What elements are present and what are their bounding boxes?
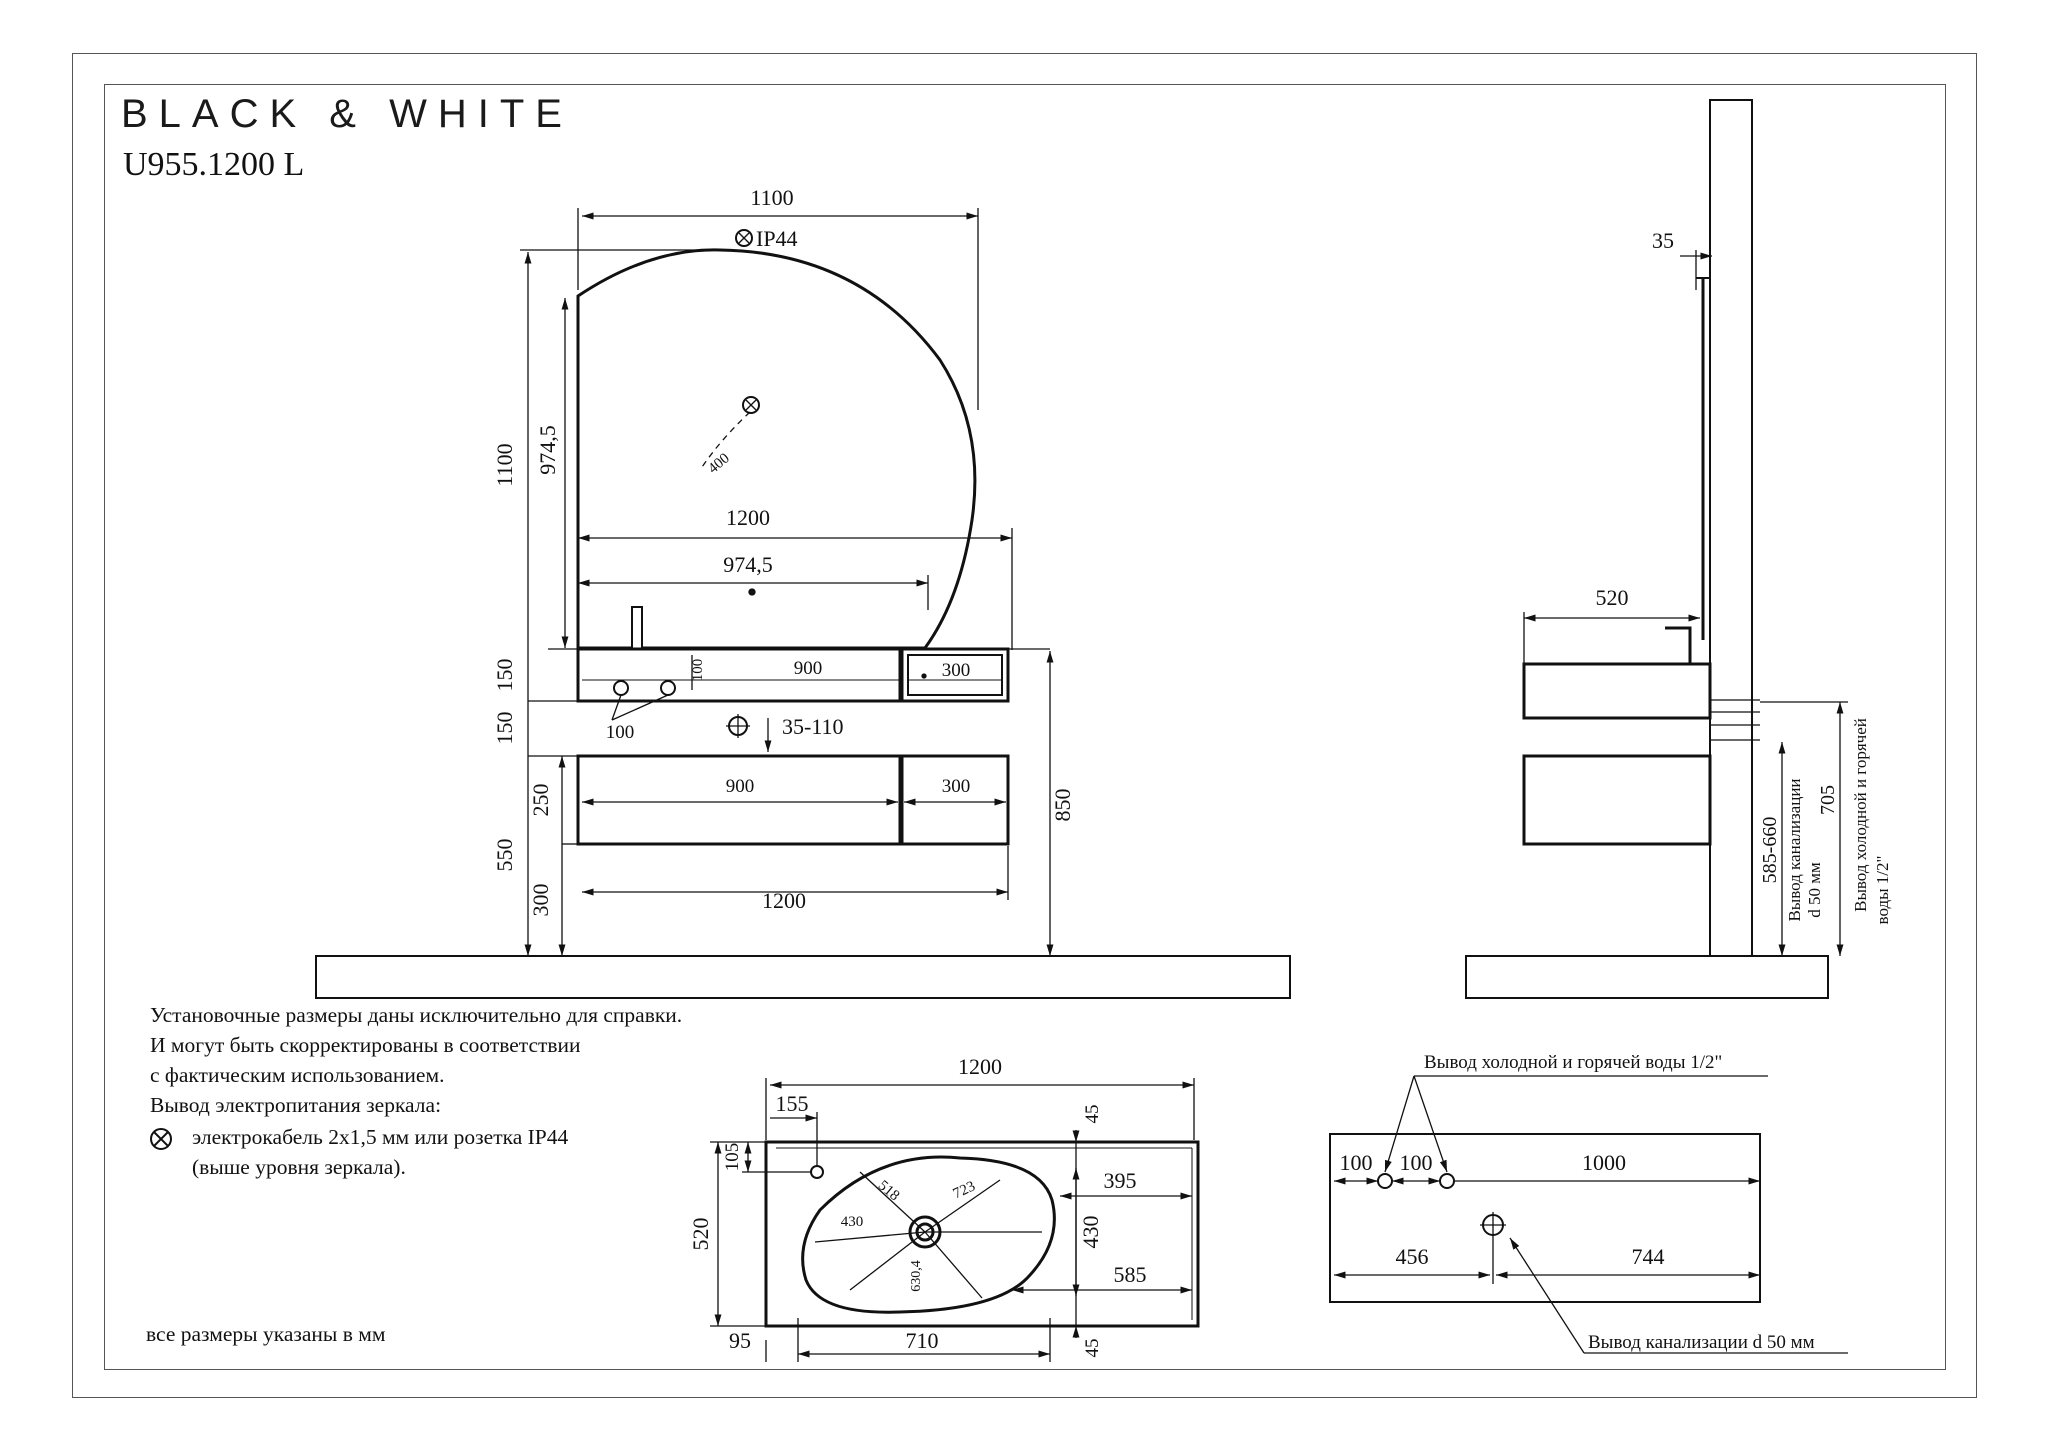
lower-niche	[900, 754, 1010, 846]
lamp-radius-label: 400	[705, 450, 733, 477]
model-number: U955.1200 L	[123, 146, 305, 183]
water-label2-side: воды 1/2"	[1873, 856, 1892, 925]
water-label-side: Вывод холодной и горячей	[1851, 718, 1870, 912]
mirror-width-label: 1100	[750, 185, 793, 210]
leg-height-label: 300	[528, 884, 553, 917]
units-note: все размеры указаны в мм	[146, 1322, 386, 1346]
installation-note: Установочные размеры даны исключительно …	[150, 1000, 682, 1120]
bowl-outline	[801, 1155, 1056, 1314]
note-line-4: Вывод электропитания зеркала:	[150, 1093, 442, 1117]
drain-diam-label-side: d 50 мм	[1805, 862, 1824, 918]
plan-d2-label: 100	[1400, 1150, 1433, 1175]
water-hole-hot	[660, 680, 676, 696]
total-height-label: 850	[1050, 789, 1075, 822]
plan-d5-label: 744	[1632, 1244, 1665, 1269]
note-line-2: И могут быть скорректированы в соответст…	[150, 1033, 581, 1057]
top-edge-label: 45	[1082, 1105, 1103, 1124]
drawer2-width-label: 300	[942, 776, 971, 797]
drain-label-side: Вывод канализации	[1785, 778, 1804, 921]
bowl-left-label: 430	[841, 1214, 864, 1230]
width-1200-label: 1200	[726, 505, 770, 530]
sheet-inner-frame	[104, 84, 1946, 1370]
plan-d4-label: 456	[1396, 1244, 1429, 1269]
legend-line-2: (выше уровня зеркала).	[192, 1155, 406, 1179]
power-outlet-icon	[150, 1128, 172, 1150]
bottom-edge-label: 45	[1082, 1339, 1103, 1358]
side-worktop	[1522, 662, 1712, 720]
bowl-right-label: 395	[1104, 1168, 1137, 1193]
side-cabinet	[1522, 754, 1712, 846]
brand-logo: BLACK & WHITE	[121, 92, 573, 136]
drain-r-label: 585	[1114, 1262, 1147, 1287]
drawer-height-label: 250	[528, 784, 553, 817]
width-974-label: 974,5	[723, 552, 773, 577]
tap-hole-top	[810, 1165, 824, 1179]
gap-height-label: 150	[492, 712, 517, 745]
diag1-label: 518	[875, 1178, 903, 1205]
drain-height-label: 585-660	[1759, 817, 1781, 884]
floor-slab-front	[315, 955, 1291, 999]
top-tap-x-label: 155	[776, 1091, 809, 1116]
lower-height-label: 550	[492, 839, 517, 872]
top-depth-label: 520	[688, 1218, 713, 1251]
plan-water-cold	[1377, 1173, 1393, 1189]
top-width-label: 1200	[958, 1054, 1002, 1079]
side-wall	[1709, 99, 1753, 957]
drawer-width-label: 900	[726, 776, 755, 797]
power-outlet-symbol	[735, 229, 753, 247]
water-height-label: 705	[1817, 785, 1839, 815]
plan-d3-label: 1000	[1582, 1150, 1626, 1175]
bottom-width-label: 1200	[762, 888, 806, 913]
water-hole-cold	[613, 680, 629, 696]
side-faucet	[1665, 626, 1692, 664]
note-line-1: Установочные размеры даны исключительно …	[150, 1003, 683, 1027]
side-depth-label: 520	[1596, 585, 1629, 610]
niche-width-label: 300	[942, 660, 971, 681]
top-view-worktop	[764, 1140, 1200, 1328]
plan-drain-label: Вывод канализации d 50 мм	[1588, 1332, 1815, 1353]
left-margin-label: 95	[729, 1328, 751, 1353]
plan-water-label: Вывод холодной и горячей воды 1/2"	[1424, 1052, 1722, 1073]
lower-drawer	[576, 754, 902, 846]
faucet	[631, 606, 643, 650]
mirror-center-dot	[748, 588, 756, 596]
holes-spacing-label: 100	[606, 722, 635, 743]
mirror-side-height-label: 974,5	[535, 425, 560, 475]
mirror-lamp-symbol	[742, 396, 760, 414]
floor-slab-side	[1465, 955, 1829, 999]
mirror-outline	[576, 248, 977, 650]
shelf-width-label: 900	[794, 658, 823, 679]
tap-offset-label: 100	[690, 659, 706, 682]
drain-offset-label: 35-110	[782, 714, 844, 739]
mirror-height-label: 1100	[492, 443, 517, 486]
ip44-label: IP44	[756, 226, 798, 251]
diag3-label: 630,4	[909, 1260, 924, 1292]
bowl-length-label: 710	[906, 1328, 939, 1353]
top-tap-y-label: 105	[722, 1143, 743, 1172]
plan-wall	[1329, 1133, 1761, 1303]
worktop-height-label: 150	[492, 659, 517, 692]
plan-water-hot	[1439, 1173, 1455, 1189]
plan-d1-label: 100	[1340, 1150, 1373, 1175]
note-line-3: с фактическим использованием.	[150, 1063, 445, 1087]
sheet-outer-frame	[72, 53, 1977, 1398]
legend-line-1: электрокабель 2х1,5 мм или розетка IP44	[192, 1125, 569, 1149]
mirror-depth-label: 35	[1652, 228, 1674, 253]
bowl-height-label: 430	[1078, 1216, 1103, 1249]
